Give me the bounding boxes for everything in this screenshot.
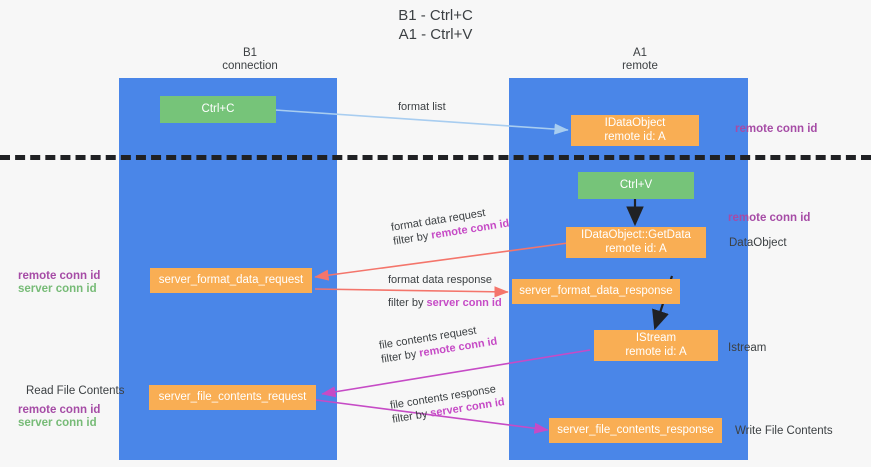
node-server-format-data-response[interactable]: server_format_data_response <box>512 279 680 304</box>
annotation-left-remote-conn-id-bottom: remote conn id <box>18 404 101 416</box>
node-idataobject-line1: IDataObject <box>604 117 666 129</box>
edge-label-format-data-response-highlight: server conn id <box>426 297 502 309</box>
annotation-left-server-conn-id-bottom: server conn id <box>18 417 97 429</box>
annotation-dataobject: DataObject <box>729 237 787 249</box>
node-ctrl-v[interactable]: Ctrl+V <box>578 172 694 199</box>
node-ctrl-c-label: Ctrl+C <box>201 102 235 115</box>
annotation-write-file-contents: Write File Contents <box>735 425 833 437</box>
node-idataobject[interactable]: IDataObject remote id: A <box>571 115 699 146</box>
annotation-remote-conn-id-top: remote conn id <box>735 123 818 135</box>
node-idataobject-getdata-line1: IDataObject::GetData <box>581 229 691 241</box>
edge-label-format-data-request: format data request filter by remote con… <box>390 203 510 249</box>
node-ctrl-c[interactable]: Ctrl+C <box>160 96 276 123</box>
annotation-left-remote-conn-id-mid: remote conn id <box>18 270 101 282</box>
node-istream-line1: IStream <box>635 332 677 344</box>
edge-label-format-list-line1: format list <box>398 101 446 113</box>
edge-label-format-data-response-line1: format data response <box>388 274 492 286</box>
node-idataobject-getdata-line2: remote id: A <box>605 242 667 255</box>
edge-label-format-data-response-line2: filter by server conn id <box>388 296 502 310</box>
column-header-a1: A1 remote <box>622 47 658 72</box>
node-server-file-contents-response-label: server_file_contents_response <box>557 423 714 436</box>
annotation-remote-conn-id-mid: remote conn id <box>728 212 811 224</box>
edge-label-format-data-response: format data response filter by server co… <box>388 273 502 310</box>
node-server-file-contents-request[interactable]: server_file_contents_request <box>149 385 316 410</box>
node-server-file-contents-response[interactable]: server_file_contents_response <box>549 418 722 443</box>
node-idataobject-line2: remote id: A <box>604 130 666 143</box>
edge-label-file-contents-request: file contents request filter by remote c… <box>378 321 498 367</box>
node-idataobject-getdata[interactable]: IDataObject::GetData remote id: A <box>566 227 706 258</box>
annotation-left-server-conn-id-mid: server conn id <box>18 283 97 295</box>
edge-label-file-contents-response: file contents response filter by server … <box>389 381 506 426</box>
node-istream-line2: remote id: A <box>625 345 687 358</box>
edge-label-format-list: format list <box>398 100 446 114</box>
node-server-format-data-response-label: server_format_data_response <box>519 284 673 297</box>
annotation-istream: Istream <box>728 342 767 354</box>
phase-separator <box>0 155 871 160</box>
node-ctrl-v-label: Ctrl+V <box>619 178 653 191</box>
node-server-format-data-request[interactable]: server_format_data_request <box>150 268 312 293</box>
node-server-format-data-request-label: server_format_data_request <box>158 273 304 286</box>
page-title: B1 - Ctrl+C A1 - Ctrl+V <box>398 7 473 43</box>
node-istream[interactable]: IStream remote id: A <box>594 330 718 361</box>
column-header-b1: B1 connection <box>222 47 278 72</box>
annotation-read-file-contents: Read File Contents <box>26 385 125 397</box>
edge-label-format-data-response-prefix: filter by <box>388 297 427 309</box>
node-server-file-contents-request-label: server_file_contents_request <box>158 390 307 403</box>
